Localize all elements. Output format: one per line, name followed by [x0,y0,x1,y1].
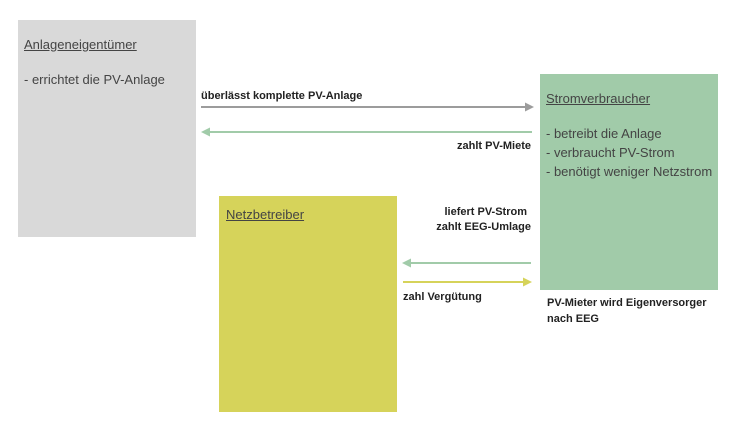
grid-operator-title: Netzbetreiber [226,207,305,222]
consumer-line-2: - verbraucht PV-Strom [546,145,675,160]
consumer-box: Stromverbraucher - betreibt die Anlage -… [540,74,718,290]
owner-title: Anlageneigentümer [24,37,137,52]
owner-line: - errichtet die PV-Anlage [24,72,165,87]
owner-box: Anlageneigentümer - errichtet die PV-Anl… [18,20,196,237]
label-consumer-to-grid-1: liefert PV-Strom [444,206,527,218]
consumer-title: Stromverbraucher [546,91,651,106]
arrow-grid-to-consumer [403,277,532,287]
arrow-consumer-to-grid [402,258,531,268]
eigenversorger-note-line-1: PV-Mieter wird Eigenversorger [547,297,707,309]
arrow-owner-to-consumer [201,102,534,112]
label-owner-to-consumer: überlässt komplette PV-Anlage [201,90,363,102]
label-consumer-to-grid-2: zahlt EEG-Umlage [436,221,531,233]
grid-operator-box: Netzbetreiber [219,196,397,412]
consumer-line-3: - benötigt weniger Netzstrom [546,164,713,179]
label-grid-to-consumer: zahl Vergütung [403,291,482,303]
eigenversorger-note-line-2: nach EEG [547,313,599,325]
label-consumer-to-owner: zahlt PV-Miete [457,140,531,152]
consumer-line-1: - betreibt die Anlage [546,126,662,141]
arrow-consumer-to-owner [201,127,532,137]
